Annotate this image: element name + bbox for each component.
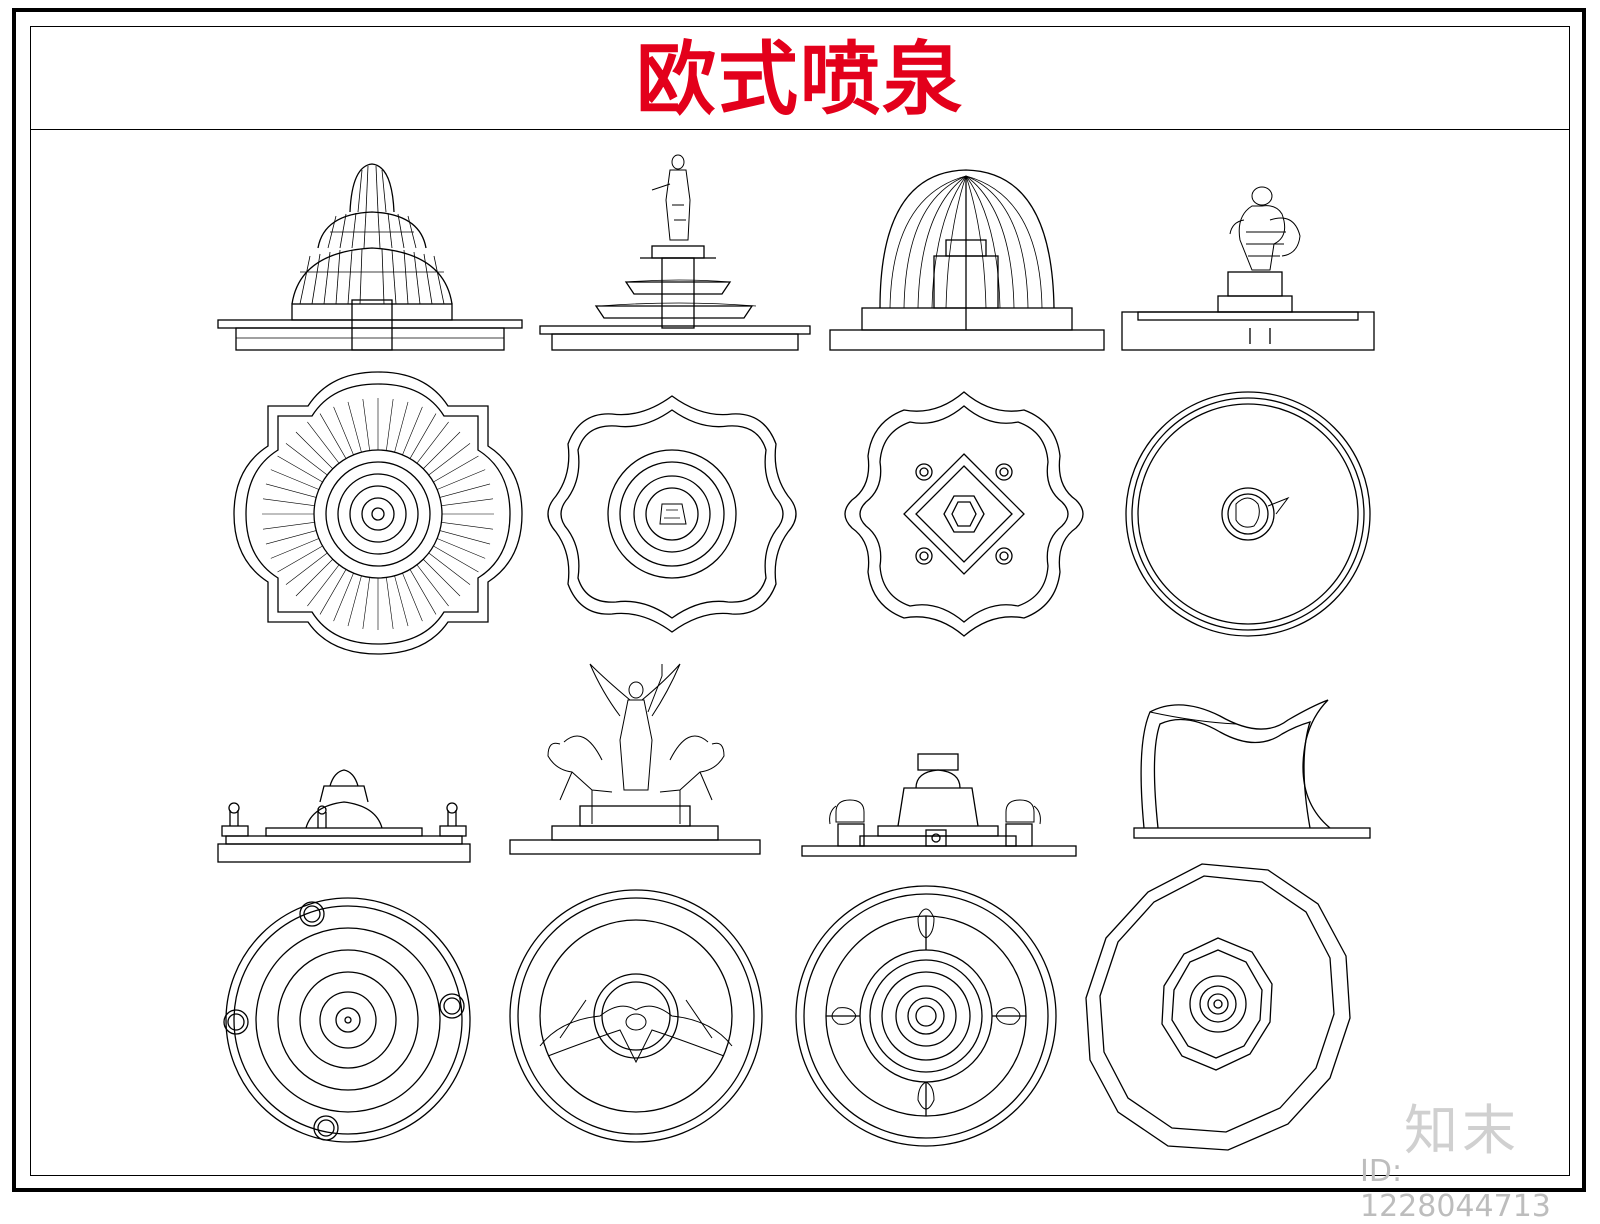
dome-fountain-elevation: [829, 169, 1105, 351]
title-bar: 欧式喷泉: [30, 26, 1570, 130]
spray-line: [347, 575, 362, 627]
spray-line: [319, 569, 347, 615]
tiered-fountain-elevation: [217, 163, 523, 351]
spray-line: [423, 559, 461, 597]
statue-fountain-elevation: [539, 154, 811, 351]
spray-line: [262, 522, 315, 530]
spray-line: [295, 559, 333, 597]
spray-line: [441, 522, 494, 530]
spray-line: [439, 530, 491, 545]
spray-line: [265, 530, 317, 545]
spray-line: [437, 538, 486, 559]
spray-line: [295, 431, 333, 469]
spray-line: [439, 483, 491, 498]
spray-line: [416, 564, 449, 607]
drawing-sheet-border: [12, 8, 1586, 1192]
spray-line: [437, 469, 486, 490]
spray-line: [386, 577, 394, 630]
angel-horses-fountain-plan: [509, 889, 763, 1143]
spray-line: [423, 431, 461, 469]
spray-line: [416, 421, 449, 464]
quatrefoil-fountain-plan-1: [233, 371, 523, 655]
spray-line: [347, 401, 362, 453]
spray-line: [441, 498, 494, 506]
spray-line: [307, 421, 340, 464]
spray-line: [386, 398, 394, 451]
spray-line: [362, 577, 370, 630]
spray-line: [428, 443, 471, 476]
spray-line: [402, 406, 423, 455]
spray-line: [277, 455, 323, 483]
spray-line: [285, 552, 328, 585]
spray-line: [409, 569, 437, 615]
spray-line: [409, 413, 437, 459]
elephant-fountain-elevation: [801, 753, 1077, 857]
spray-line: [319, 413, 347, 459]
spray-line: [307, 564, 340, 607]
figure-sculpture-fountain-elevation: [1121, 186, 1375, 351]
spray-line: [333, 406, 354, 455]
spray-line: [270, 538, 319, 559]
spray-line: [265, 483, 317, 498]
spray-line: [402, 573, 423, 622]
spray-line: [277, 545, 323, 573]
spray-line: [428, 552, 471, 585]
spray-line: [433, 455, 479, 483]
angel-horses-fountain-elevation: [509, 663, 761, 855]
elephant-fountain-plan: [795, 885, 1057, 1147]
circular-fountain-plan-1: [1125, 391, 1371, 637]
quatrefoil-fountain-plan-2: [547, 395, 797, 633]
circular-fountain-plan-2: [223, 897, 471, 1143]
spray-line: [433, 545, 479, 573]
spray-line: [270, 469, 319, 490]
logo-text: 知末: [1404, 1099, 1520, 1162]
polygon-fountain-plan: [1085, 863, 1351, 1151]
wave-sculpture-fountain-elevation: [1133, 699, 1371, 839]
small-statue-fountain-elevation: [217, 769, 471, 863]
spray-line: [394, 575, 409, 627]
quatrefoil-fountain-plan-3: [844, 391, 1084, 637]
page-title: 欧式喷泉: [636, 32, 964, 126]
spray-line: [262, 498, 315, 506]
spray-line: [394, 401, 409, 453]
spray-line: [333, 573, 354, 622]
spray-line: [362, 398, 370, 451]
drawing-frame: [30, 26, 1570, 1176]
spray-line: [285, 443, 328, 476]
image-id: ID: 1228044713: [1360, 1154, 1551, 1224]
